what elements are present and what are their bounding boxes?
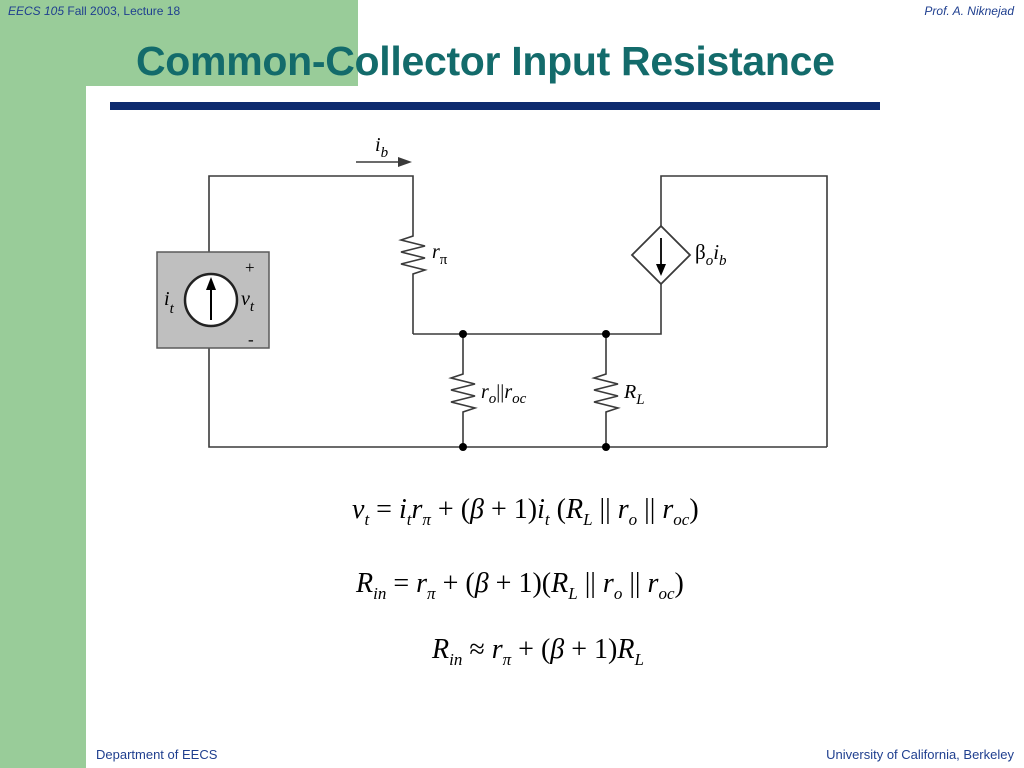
resistor-rl: [591, 334, 621, 447]
svg-text:ib: ib: [375, 134, 389, 161]
current-source-arrowhead: [206, 277, 216, 290]
eq2-text: Rin = rπ + (β + 1)(RL || ro || roc): [356, 568, 684, 603]
ro-label: r: [481, 381, 489, 403]
rl-label: R: [623, 381, 636, 403]
course-code: EECS 105: [8, 4, 65, 18]
it-label: i: [164, 288, 170, 310]
svg-text:it: it: [164, 288, 175, 317]
resistor-rpi: [398, 232, 428, 334]
footer-university: University of California, Berkeley: [826, 747, 1014, 762]
wire-bottom: [208, 348, 827, 448]
dep-i-sub: b: [719, 253, 727, 269]
footer-department: Department of EECS: [96, 747, 218, 762]
it-label-sub: t: [170, 301, 175, 317]
rpi-label: r: [432, 241, 440, 263]
rpi-label-sub: π: [440, 252, 448, 268]
wire-middle: [413, 284, 662, 335]
node-dot: [602, 443, 610, 451]
ib-label: i: [375, 134, 381, 156]
vt-label-sub: t: [250, 299, 255, 315]
rl-sub: L: [635, 392, 644, 408]
beta-sub: o: [706, 253, 714, 269]
node-dot: [459, 330, 467, 338]
title-rule: [110, 102, 880, 110]
svg-text:vt: vt: [241, 288, 255, 315]
beta-label: β: [695, 240, 706, 264]
roc-sub: oc: [512, 391, 527, 407]
slide-title: Common-Collector Input Resistance: [136, 38, 835, 84]
parallel-symbol: ||: [496, 381, 504, 403]
minus-sign: -: [248, 330, 254, 349]
dep-i-label: i: [713, 240, 719, 264]
svg-text:RL: RL: [623, 381, 645, 408]
ro-sub: o: [489, 391, 497, 407]
equation-3: Rin ≈ rπ + (β + 1)RL: [432, 634, 644, 670]
wire-top-left: [208, 175, 414, 252]
dependent-source-arrowhead: [656, 264, 666, 276]
node-dot: [602, 330, 610, 338]
vt-label: v: [241, 288, 250, 310]
resistor-ro-roc: [448, 334, 478, 447]
green-sidebar: [0, 0, 86, 768]
svg-text:βoib: βoib: [695, 240, 727, 269]
eq3-text: Rin ≈ rπ + (β + 1)RL: [432, 634, 644, 669]
course-header: EECS 105 Fall 2003, Lecture 18: [8, 4, 180, 18]
equation-2: Rin = rπ + (β + 1)(RL || ro || roc): [356, 568, 684, 604]
green-header-band: [0, 0, 358, 86]
course-term: Fall 2003, Lecture 18: [67, 4, 181, 18]
author: Prof. A. Niknejad: [924, 4, 1014, 18]
roc-label: r: [504, 381, 512, 403]
svg-text:rπ: rπ: [432, 241, 448, 268]
ib-arrowhead: [398, 157, 412, 167]
node-dot: [459, 443, 467, 451]
ib-label-sub: b: [381, 145, 389, 161]
svg-text:ro||roc: ro||roc: [481, 381, 527, 407]
plus-sign: +: [245, 258, 255, 277]
wire-dep-top: [660, 175, 828, 447]
eq1-text: vt = itrπ + (β + 1)it (RL || ro || roc): [352, 494, 699, 529]
equation-1: vt = itrπ + (β + 1)it (RL || ro || roc): [352, 494, 699, 530]
